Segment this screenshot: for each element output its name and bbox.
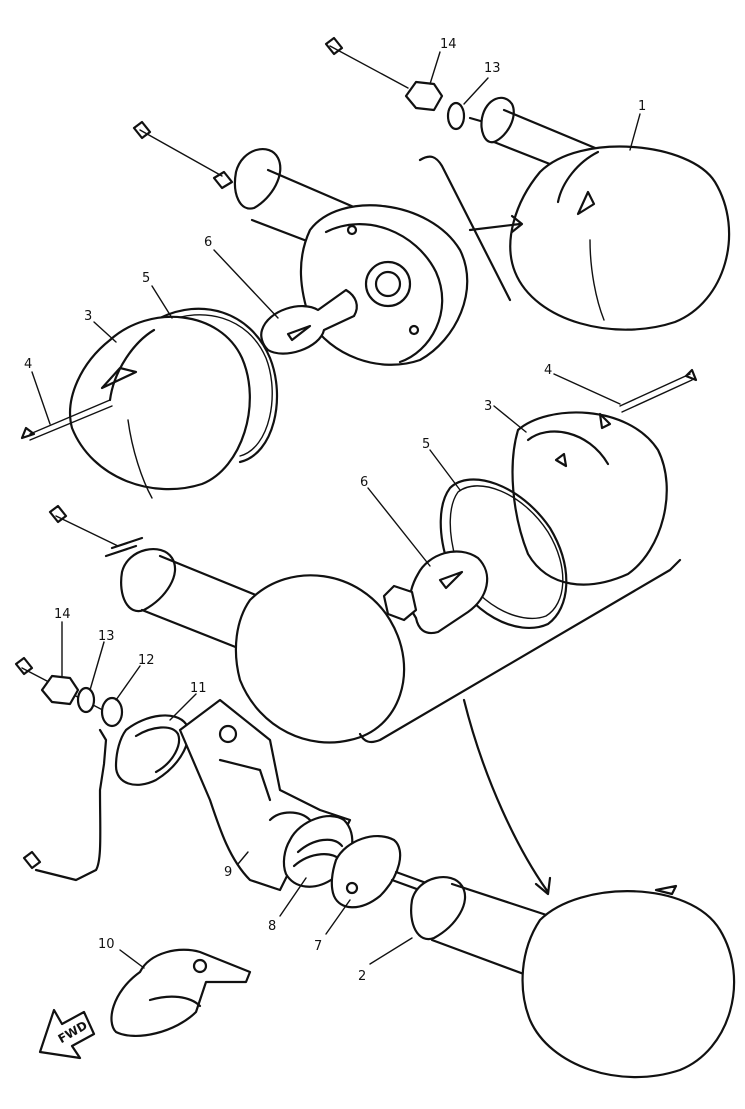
callout-13-bottom: 13	[98, 629, 115, 644]
callout-3-middle: 3	[484, 399, 492, 414]
callout-2: 2	[358, 969, 366, 984]
callout-4-middle: 4	[544, 363, 552, 378]
leader-lines	[31, 51, 641, 969]
assembly-arrow-bottom	[462, 698, 552, 896]
callout-6-middle: 6	[360, 475, 368, 490]
callout-5-upper: 5	[142, 271, 150, 286]
callout-labels: 14 13 1 6 5 3 4 4 3 5 6 14 13 12 11 9 8 …	[24, 37, 646, 984]
callout-9: 9	[224, 865, 232, 880]
callout-7: 7	[314, 939, 322, 954]
callout-6-upper: 6	[204, 235, 212, 250]
callout-5-middle: 5	[422, 437, 430, 452]
turn-signal-middle-body	[48, 504, 406, 744]
callout-10: 10	[98, 937, 115, 952]
callout-1: 1	[638, 99, 646, 114]
fwd-arrow: FWD	[38, 1008, 96, 1060]
assembly-bracket-middle	[358, 558, 682, 744]
callout-13-top: 13	[484, 61, 501, 76]
assembled-turn-signal-top	[324, 36, 731, 331]
exploded-unit-upper	[20, 120, 469, 499]
callout-12: 12	[138, 653, 155, 668]
callout-14-bottom: 14	[54, 607, 71, 622]
callout-4-upper: 4	[24, 357, 32, 372]
callout-8: 8	[268, 919, 276, 934]
assembled-turn-signal-bottom	[390, 870, 736, 1079]
assembly-bracket-top	[418, 155, 524, 302]
mounting-hardware	[14, 656, 402, 909]
callout-3-upper: 3	[84, 309, 92, 324]
exploded-unit-middle	[382, 368, 698, 635]
callout-11: 11	[190, 681, 207, 696]
spacer-bracket-10	[110, 948, 252, 1037]
callout-14-top: 14	[440, 37, 457, 52]
